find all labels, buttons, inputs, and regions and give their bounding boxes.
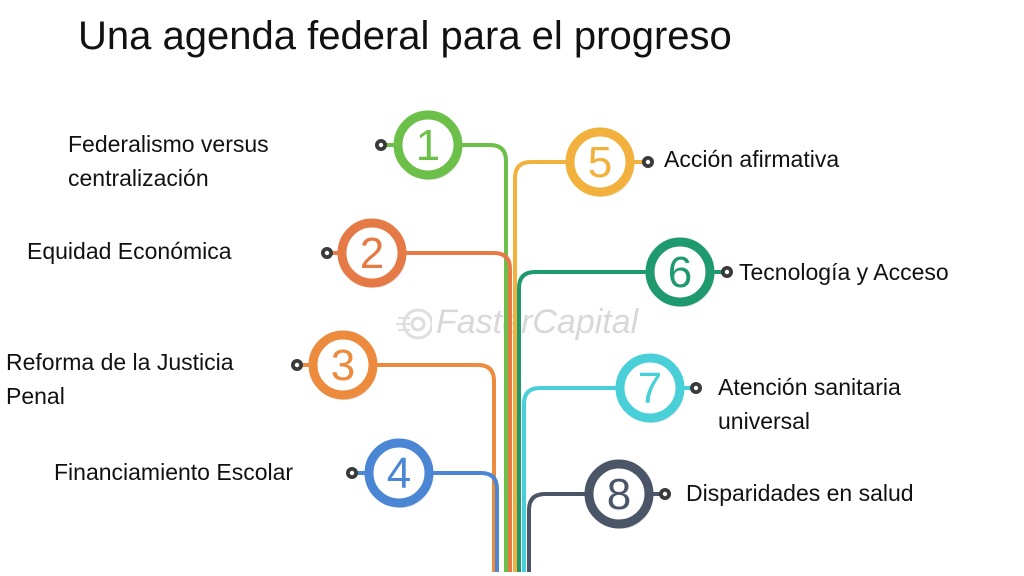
node-label-7: Atención sanitaria universal — [718, 370, 901, 438]
node-number: 4 — [387, 449, 411, 498]
connector-line — [517, 270, 650, 572]
node-circle — [337, 218, 407, 288]
node-number: 5 — [588, 138, 612, 187]
label-line: universal — [718, 408, 811, 434]
label-line: Disparidades en salud — [686, 480, 914, 506]
node-number: 1 — [416, 121, 440, 170]
connector-line — [373, 363, 496, 572]
node-label-5: Acción afirmativa — [664, 142, 839, 176]
node-number: 8 — [607, 470, 631, 519]
node-label-4: Financiamiento Escolar — [54, 455, 293, 489]
node-circle — [615, 353, 685, 423]
node-label-6: Tecnología y Acceso — [739, 255, 949, 289]
node-4: 4 — [346, 438, 499, 572]
page-title: Una agenda federal para el progreso — [78, 14, 732, 58]
node-circle — [364, 438, 434, 508]
node-label-2: Equidad Económica — [27, 234, 232, 268]
node-label-1: Federalismo versus centralización — [68, 127, 269, 195]
node-circle — [308, 330, 378, 400]
label-line: Tecnología y Acceso — [739, 259, 949, 285]
connector-line — [429, 471, 499, 572]
node-6: 6 — [517, 237, 733, 572]
bullet-dot-center — [378, 142, 384, 148]
bullet-dot-center — [324, 250, 330, 256]
node-5: 5 — [513, 127, 654, 572]
node-number: 6 — [668, 248, 692, 297]
node-circle — [393, 110, 463, 180]
node-8: 8 — [527, 459, 671, 572]
label-line: Penal — [6, 383, 65, 409]
bullet-dot-center — [349, 470, 355, 476]
bullet-dot-center — [724, 269, 730, 275]
node-7: 7 — [522, 353, 702, 572]
node-circle — [584, 459, 654, 529]
node-number: 7 — [638, 364, 662, 413]
connector-line — [513, 160, 570, 572]
connector-line — [527, 492, 589, 572]
bullet-dot-center — [294, 362, 300, 368]
bullet-dot-center — [662, 491, 668, 497]
bullet-dot-center — [693, 385, 699, 391]
label-line: Equidad Económica — [27, 238, 232, 264]
label-line: Acción afirmativa — [664, 146, 840, 172]
node-circle — [645, 237, 715, 307]
label-line: Reforma de la Justicia — [6, 349, 234, 375]
node-number: 2 — [360, 229, 384, 278]
label-line: centralización — [68, 165, 209, 191]
node-number: 3 — [331, 341, 355, 390]
bullet-dot-center — [645, 159, 651, 165]
connector-line — [522, 386, 620, 572]
node-3: 3 — [291, 330, 496, 572]
node-1: 1 — [375, 110, 508, 572]
watermark: FasterCapital — [436, 303, 639, 341]
node-label-8: Disparidades en salud — [686, 476, 914, 510]
connector-line — [458, 143, 508, 572]
node-circle — [565, 127, 635, 197]
label-line: Atención sanitaria — [718, 374, 901, 400]
node-2: 2 — [321, 218, 512, 572]
label-line: Financiamiento Escolar — [54, 459, 294, 485]
label-line: Federalismo versus — [68, 131, 269, 157]
connector-line — [402, 251, 512, 572]
watermark-logo-icon — [396, 308, 432, 340]
